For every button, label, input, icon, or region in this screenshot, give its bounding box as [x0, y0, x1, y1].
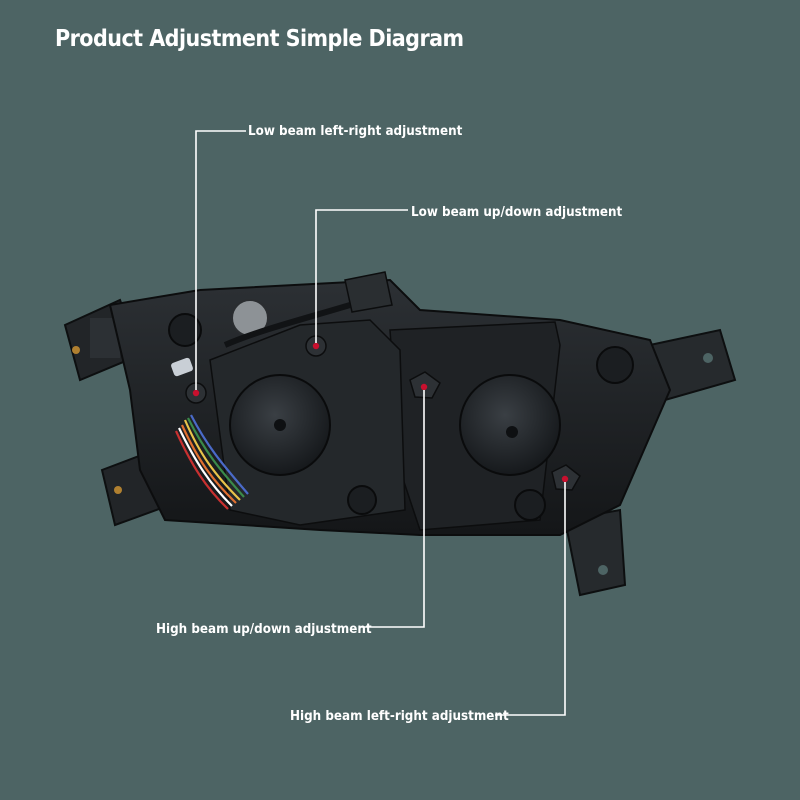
wiring-connector	[223, 271, 393, 348]
diagram-title: Product Adjustment Simple Diagram	[55, 26, 464, 52]
high-beam-dust-cover	[459, 374, 561, 476]
low-beam-dust-cover	[229, 374, 331, 476]
leader-line-low-beam-up-down	[315, 209, 408, 343]
leader-line-high-beam-left-right	[495, 482, 566, 716]
callout-high-beam-up-down: High beam up/down adjustment	[156, 622, 372, 637]
low-beam-left-right-adjuster	[185, 382, 207, 404]
callout-high-beam-left-right: High beam left-right adjustment	[290, 709, 509, 724]
callout-low-beam-left-right: Low beam left-right adjustment	[248, 124, 463, 139]
high-beam-left-right-adjuster	[551, 464, 581, 491]
lower-mount-bracket	[563, 508, 627, 597]
leader-line-high-beam-up-down	[360, 390, 425, 628]
right-mount-bracket	[648, 328, 737, 402]
callout-low-beam-up-down: Low beam up/down adjustment	[411, 205, 623, 220]
wire-harness	[174, 414, 249, 510]
high-beam-up-down-adjuster	[409, 371, 441, 399]
leader-line-low-beam-left-right	[195, 130, 246, 390]
